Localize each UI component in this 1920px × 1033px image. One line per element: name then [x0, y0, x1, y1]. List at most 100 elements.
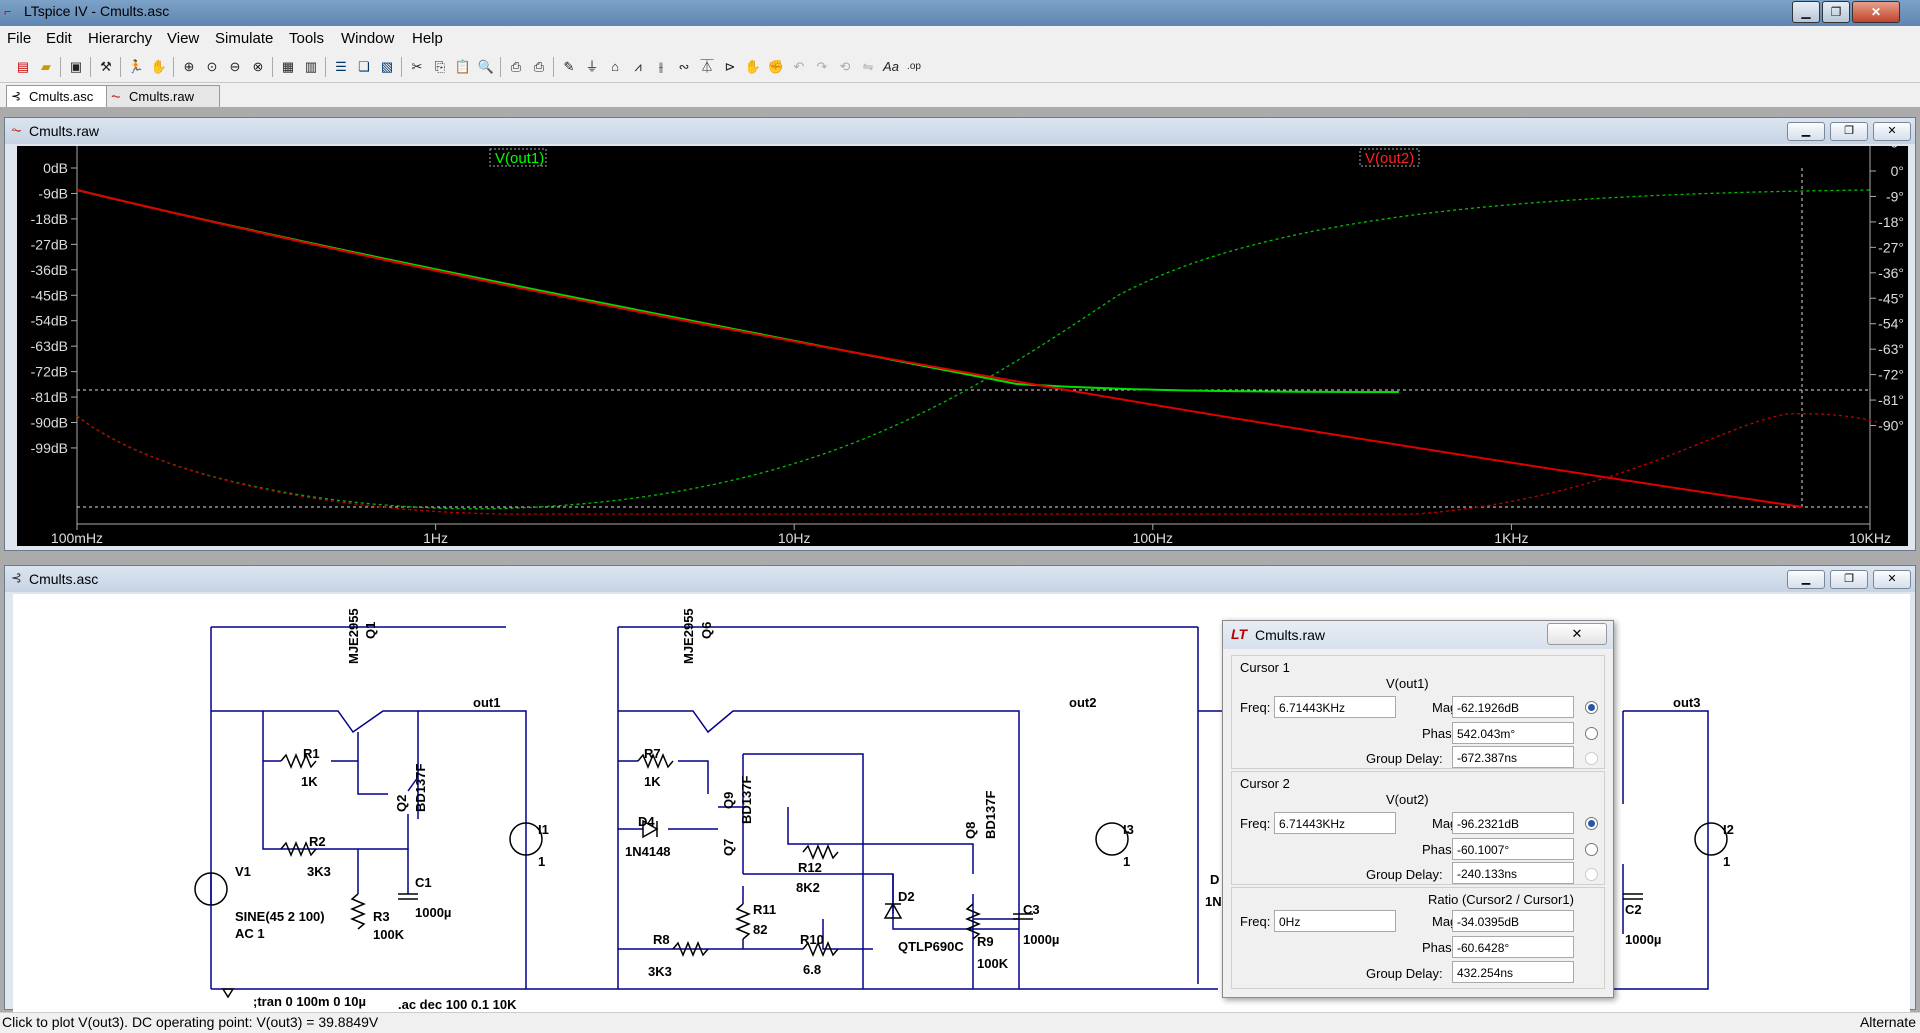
move-icon[interactable]: ✋ — [744, 59, 762, 74]
close-button[interactable]: ✕ — [1852, 1, 1900, 23]
schematic-restore-button[interactable]: ❐ — [1830, 570, 1868, 589]
menu-hierarchy[interactable]: Hierarchy — [88, 30, 153, 47]
menu-edit[interactable]: Edit — [46, 30, 72, 47]
y-tick-label-right: 9° — [1891, 146, 1904, 151]
menu-window[interactable]: Window — [341, 30, 395, 47]
label-net-icon[interactable]: ⌂ — [611, 59, 619, 74]
trace-out2-magnitude[interactable] — [76, 189, 1803, 508]
ratio-phase-field[interactable]: -60.6428° — [1452, 936, 1574, 958]
cursor2-mag-radio[interactable] — [1585, 817, 1598, 830]
print-setup-icon[interactable]: ⎙ — [510, 59, 522, 74]
label-i3: I3 — [1123, 822, 1134, 837]
paste-icon[interactable]: 📋 — [454, 59, 472, 74]
diode-icon[interactable]: ⏄ — [700, 59, 714, 74]
open-icon[interactable]: ▰ — [41, 59, 51, 74]
new-schematic-icon[interactable]: ▤ — [16, 59, 30, 74]
trace-label-out1[interactable]: V(out1) — [495, 150, 544, 167]
trace-label-out2[interactable]: V(out2) — [1365, 150, 1414, 167]
trace-out1-phase[interactable] — [76, 189, 1871, 510]
waveform-plot[interactable]: 0dB-9dB-18dB-27dB-36dB-45dB-54dB-63dB-72… — [17, 146, 1908, 546]
find-icon[interactable]: 🔍 — [477, 59, 495, 74]
save-icon[interactable]: ▣ — [69, 59, 83, 74]
tab-cmults-asc[interactable]: ⊰Cmults.asc — [6, 85, 110, 107]
waveform-restore-button[interactable]: ❐ — [1830, 122, 1868, 141]
label-q1: Q1 — [363, 622, 378, 639]
ground-icon[interactable]: ⏚ — [585, 59, 599, 74]
cursor1-phase-field[interactable]: 542.043m° — [1452, 722, 1574, 744]
menu-bar: File Edit Hierarchy View Simulate Tools … — [0, 26, 1920, 53]
label-d4: D4 — [638, 814, 655, 829]
capacitor-icon[interactable]: ⫲ — [658, 59, 664, 74]
cursor2-gd-field[interactable]: -240.133ns — [1452, 862, 1574, 884]
schematic-close-button[interactable]: ✕ — [1873, 570, 1911, 589]
cursor2-mag-field[interactable]: -96.2321dB — [1452, 812, 1574, 834]
cascade-icon[interactable]: ❏ — [358, 59, 370, 74]
y-tick-label-left: -54dB — [31, 313, 68, 329]
cursor2-phase-field[interactable]: -60.1007° — [1452, 838, 1574, 860]
ratio-gd-field[interactable]: 432.254ns — [1452, 961, 1574, 983]
redo-icon[interactable]: ↷ — [816, 59, 828, 74]
ratio-freq-field[interactable]: 0Hz — [1274, 910, 1396, 932]
zoom-out-icon[interactable]: ⊖ — [229, 59, 241, 74]
control-panel-icon[interactable]: ⚒ — [100, 59, 112, 74]
zoom-in-icon[interactable]: ⊕ — [183, 59, 195, 74]
menu-help[interactable]: Help — [412, 30, 443, 47]
schematic-canvas[interactable]: MJE2955 Q1 R1 1K Q2 BD137F R2 3K3 C1 100… — [13, 594, 1910, 1022]
maximize-button[interactable]: ❐ — [1822, 1, 1850, 23]
grid-icon[interactable]: ▥ — [304, 59, 318, 74]
cursor1-mag-radio[interactable] — [1585, 701, 1598, 714]
cursor1-gd-field[interactable]: -672.387ns — [1452, 746, 1574, 768]
cursor1-phase-radio[interactable] — [1585, 727, 1598, 740]
waveform-minimize-button[interactable]: ▁ — [1787, 122, 1825, 141]
autorange-icon[interactable]: ▦ — [281, 59, 295, 74]
zoom-fit-icon[interactable]: ⊗ — [252, 59, 264, 74]
cursor1-mag-field[interactable]: -62.1926dB — [1452, 696, 1574, 718]
minimize-button[interactable]: ▁ — [1792, 1, 1820, 23]
resistor-icon[interactable]: ⩘ — [634, 59, 642, 74]
waveform-svg[interactable]: 0dB-9dB-18dB-27dB-36dB-45dB-54dB-63dB-72… — [17, 146, 1908, 546]
menu-simulate[interactable]: Simulate — [215, 30, 274, 47]
label-q6-part: MJE2955 — [681, 608, 696, 664]
cursor1-gd-radio[interactable] — [1585, 752, 1598, 765]
schematic-svg[interactable]: MJE2955 Q1 R1 1K Q2 BD137F R2 3K3 C1 100… — [13, 594, 1910, 1022]
x-tick-label: 1Hz — [423, 530, 448, 546]
halt-icon[interactable]: ✋ — [150, 59, 168, 74]
mirror-icon[interactable]: ⇋ — [862, 59, 874, 74]
zoom-pan-icon[interactable]: ⊙ — [206, 59, 218, 74]
drag-icon[interactable]: ✊ — [767, 59, 785, 74]
menu-file[interactable]: File — [7, 30, 32, 47]
copy-icon[interactable]: ⎘ — [434, 59, 446, 74]
cut-icon[interactable]: ✂ — [411, 59, 423, 74]
label-r12-val: 8K2 — [796, 880, 820, 895]
menu-view[interactable]: View — [167, 30, 200, 47]
cursor2-freq-field[interactable]: 6.71443KHz — [1274, 812, 1396, 834]
dialog-close-button[interactable]: ✕ — [1547, 623, 1607, 645]
cursor2-phase-radio[interactable] — [1585, 843, 1598, 856]
rotate-icon[interactable]: ⟲ — [839, 59, 851, 74]
component-icon[interactable]: ⊳ — [724, 59, 736, 74]
r8-resistor-icon — [672, 941, 709, 957]
trace-out1-magnitude[interactable] — [76, 189, 1400, 393]
run-icon[interactable]: 🏃 — [127, 59, 145, 74]
ratio-mag-field[interactable]: -34.0395dB — [1452, 910, 1574, 932]
undo-icon[interactable]: ↶ — [793, 59, 805, 74]
wire-icon[interactable]: ✎ — [563, 59, 575, 74]
tile-vertical-icon[interactable]: ▧ — [380, 59, 394, 74]
cursor1-freq-field[interactable]: 6.71443KHz — [1274, 696, 1396, 718]
cursor2-gd-radio[interactable] — [1585, 868, 1598, 881]
trace-out2-phase[interactable] — [76, 413, 1878, 515]
print-icon[interactable]: ⎙ — [533, 59, 545, 74]
menu-tools[interactable]: Tools — [289, 30, 325, 47]
i2-source-icon — [1694, 822, 1728, 856]
r9-resistor-icon — [965, 903, 981, 940]
tab-cmults-raw[interactable]: ⏦Cmults.raw — [106, 85, 220, 107]
spice-directive-icon[interactable]: .op — [907, 61, 921, 72]
text-icon[interactable]: Aa — [883, 59, 899, 74]
waveform-window: ⏦ Cmults.raw ▁ ❐ ✕ 0dB-9dB-18dB-27dB-36d… — [4, 117, 1916, 551]
inductor-icon[interactable]: ∾ — [678, 59, 690, 74]
schematic-minimize-button[interactable]: ▁ — [1787, 570, 1825, 589]
r2-resistor-icon — [280, 841, 317, 857]
tile-horizontal-icon[interactable]: ☰ — [335, 59, 347, 74]
cursor-dialog: LT Cmults.raw ✕ Cursor 1 V(out1) Freq: 6… — [1222, 620, 1614, 998]
waveform-close-button[interactable]: ✕ — [1873, 122, 1911, 141]
